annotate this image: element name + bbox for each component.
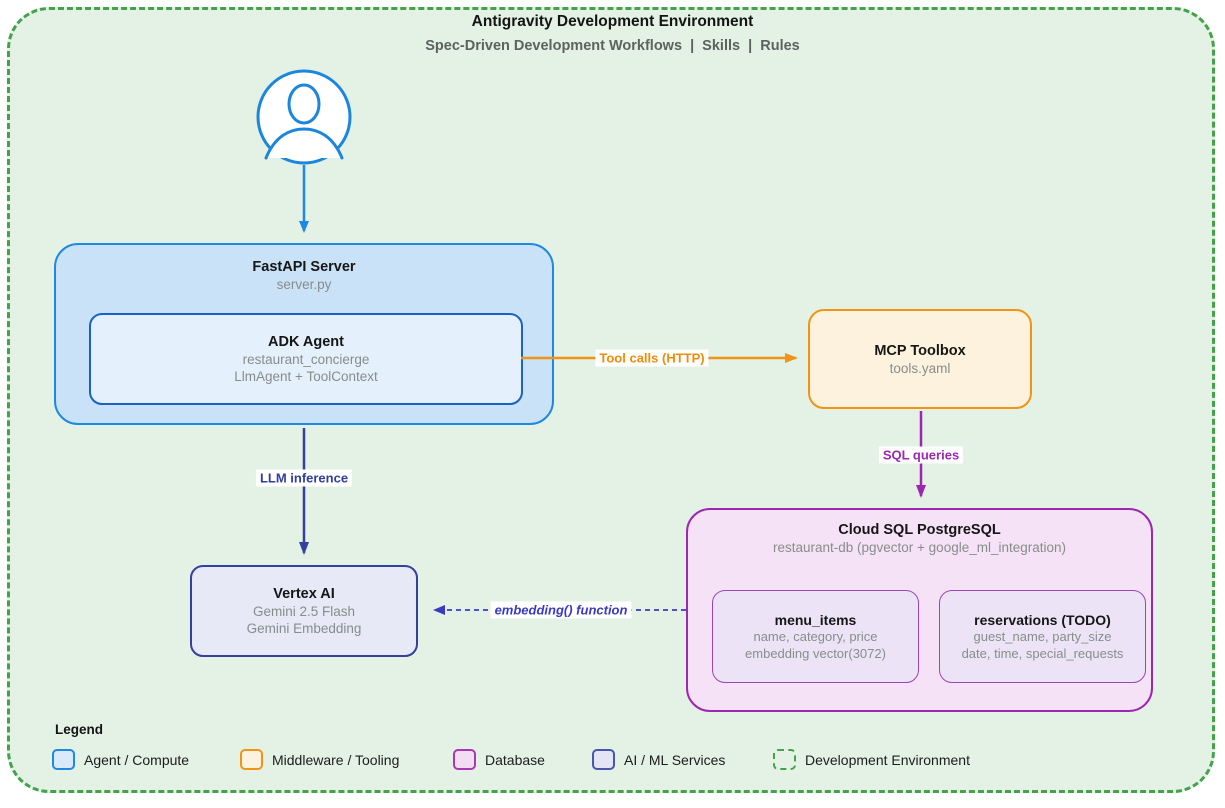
vertex-ai-node: Vertex AI Gemini 2.5 Flash Gemini Embedd… xyxy=(190,565,418,657)
llm-inference-label: LLM inference xyxy=(255,469,353,487)
sql-queries-label: SQL queries xyxy=(878,446,964,464)
vertex-ai-line2: Gemini Embedding xyxy=(246,621,362,636)
development-environment-swatch xyxy=(773,749,796,770)
middleware-tooling-label: Middleware / Tooling xyxy=(272,751,400,768)
legend-item-agent-compute: Agent / Compute xyxy=(52,748,189,771)
embedding-function-label: embedding() function xyxy=(490,601,632,619)
legend-title: Legend xyxy=(55,722,104,737)
database-swatch xyxy=(453,749,476,770)
agent-compute-swatch xyxy=(52,749,75,770)
diagram-title: Antigravity Development Environment xyxy=(471,13,754,30)
adk-agent-line1: restaurant_concierge xyxy=(242,352,370,367)
mcp-toolbox-node: MCP Toolbox tools.yaml xyxy=(808,309,1032,409)
mcp-toolbox-subtitle: tools.yaml xyxy=(889,360,951,376)
adk-agent-title: ADK Agent xyxy=(268,334,344,350)
legend-item-database: Database xyxy=(453,748,545,771)
vertex-ai-line1: Gemini 2.5 Flash xyxy=(252,604,356,619)
development-environment-label: Development Environment xyxy=(805,751,970,768)
ai-ml-services-swatch xyxy=(592,749,615,770)
menu-items-line1: name, category, price xyxy=(753,629,878,644)
reservations-table-node: reservations (TODO) guest_name, party_si… xyxy=(939,590,1146,683)
reservations-line1: guest_name, party_size xyxy=(973,629,1112,644)
agent-compute-label: Agent / Compute xyxy=(84,751,190,768)
cloud-sql-subtitle: restaurant-db (pgvector + google_ml_inte… xyxy=(772,540,1067,555)
middleware-tooling-swatch xyxy=(240,749,263,770)
menu-items-table-node: menu_items name, category, price embeddi… xyxy=(712,590,919,683)
adk-agent-line2: LlmAgent + ToolContext xyxy=(234,369,378,384)
legend-item-ai-ml-services: AI / ML Services xyxy=(592,748,725,771)
fastapi-server-subtitle: server.py xyxy=(276,277,332,292)
reservations-title: reservations (TODO) xyxy=(974,612,1111,628)
legend-item-development-environment: Development Environment xyxy=(773,748,970,771)
fastapi-server-node: FastAPI Server server.py ADK Agent resta… xyxy=(54,243,554,425)
adk-agent-node: ADK Agent restaurant_concierge LlmAgent … xyxy=(89,313,523,405)
vertex-ai-title: Vertex AI xyxy=(273,586,335,602)
cloud-sql-title: Cloud SQL PostgreSQL xyxy=(838,522,1001,538)
cloud-sql-node: Cloud SQL PostgreSQL restaurant-db (pgve… xyxy=(686,508,1153,712)
diagram-subtitle: Spec-Driven Development Workflows | Skil… xyxy=(425,38,800,54)
fastapi-server-title: FastAPI Server xyxy=(252,259,356,275)
mcp-toolbox-title: MCP Toolbox xyxy=(874,342,966,359)
database-label: Database xyxy=(485,751,545,768)
ai-ml-services-label: AI / ML Services xyxy=(624,751,726,768)
tool-calls-label: Tool calls (HTTP) xyxy=(595,349,709,367)
menu-items-title: menu_items xyxy=(774,612,857,628)
legend-item-middleware-tooling: Middleware / Tooling xyxy=(240,748,399,771)
menu-items-line2: embedding vector(3072) xyxy=(745,645,886,661)
reservations-line2: date, time, special_requests xyxy=(961,645,1124,661)
